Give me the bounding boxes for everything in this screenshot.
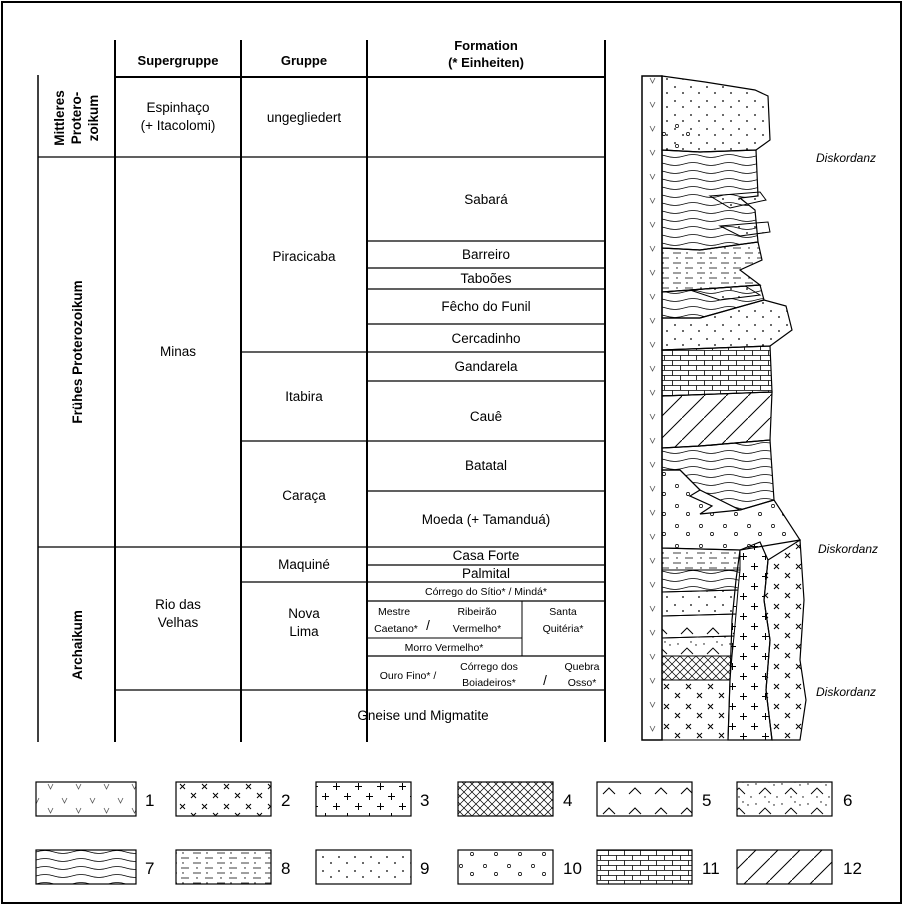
- legend-number-4: 4: [563, 791, 572, 810]
- supergroup-rio-das-velhas-line2: Velhas: [158, 615, 199, 630]
- formation-corrego-dos-boiadeiros-line1: Córrego dos: [460, 661, 518, 673]
- legend-swatch-3: [315, 781, 412, 817]
- diskordanz-label-top: Diskordanz: [816, 151, 876, 165]
- legend-swatch-5: [596, 781, 693, 817]
- formation-ribeirao-line1: Ribeirão: [457, 606, 496, 618]
- era-archaikum: Archaikum: [70, 610, 85, 680]
- stratigraphy-table: [37, 40, 606, 742]
- legend-number-12: 12: [843, 859, 862, 878]
- formation-ouro-fino: Ouro Fino* /: [380, 670, 437, 682]
- formation-taboes: Taboões: [460, 271, 511, 286]
- formation-slash: /: [426, 618, 430, 633]
- legend-number-9: 9: [420, 859, 429, 878]
- era-mittleres-line2: Protero-: [69, 92, 84, 145]
- legend-swatch-1: [35, 781, 137, 817]
- formation-palmital: Palmital: [462, 566, 510, 581]
- formation-cercadinho: Cercadinho: [451, 331, 520, 346]
- diskordanz-label-middle: Diskordanz: [818, 542, 878, 556]
- era-mittleres-line3: zoikum: [86, 95, 101, 142]
- legend-number-10: 10: [563, 859, 582, 878]
- formation-batatal: Batatal: [465, 458, 507, 473]
- stratigraphic-column: [641, 75, 807, 741]
- formation-caue: Cauê: [470, 409, 502, 424]
- legend-number-11: 11: [702, 859, 720, 878]
- legend-number-1: 1: [145, 791, 154, 810]
- basement-gneise-migmatite: Gneise und Migmatite: [357, 708, 488, 723]
- legend-number-6: 6: [843, 791, 852, 810]
- diskordanz-label-bottom: Diskordanz: [816, 685, 876, 699]
- era-fruehes-proterozoikum: Frühes Proterozoikum: [70, 280, 85, 423]
- header-formation: Formation: [454, 38, 518, 53]
- legend-swatch-4: [457, 781, 554, 817]
- supergroup-espinhaco: Espinhaço: [146, 100, 209, 115]
- legend-number-7: 7: [145, 859, 154, 878]
- formation-mestre-line2: Caetano*: [374, 623, 418, 635]
- formation-santa-quiteria-line1: Santa: [549, 606, 577, 618]
- formation-quebra-osso-line1: Quebra: [564, 661, 599, 673]
- formation-barreiro: Barreiro: [462, 247, 510, 262]
- legend-swatch-12: [736, 849, 833, 885]
- group-ungegliedert: ungegliedert: [267, 110, 342, 125]
- group-caraca: Caraça: [282, 488, 326, 503]
- legend: 1 2 3 4 5 6 7 8 9 10 11 12: [35, 781, 862, 885]
- legend-swatch-11: [596, 849, 693, 885]
- group-nova-lima-line1: Nova: [288, 606, 320, 621]
- formation-quebra-osso-line2: Osso*: [568, 677, 597, 689]
- legend-swatch-2: [175, 781, 272, 817]
- formation-slash-2: /: [543, 673, 547, 688]
- legend-number-3: 3: [420, 791, 429, 810]
- formation-santa-quiteria-line2: Quitéria*: [543, 623, 584, 635]
- legend-number-2: 2: [281, 791, 290, 810]
- supergroup-minas: Minas: [160, 344, 196, 359]
- era-mittleres-line1: Mittleres: [52, 90, 67, 146]
- supergroup-rio-das-velhas-line1: Rio das: [155, 597, 201, 612]
- formation-sabara: Sabará: [464, 192, 508, 207]
- formation-mestre-line1: Mestre: [378, 606, 410, 618]
- formation-fecho-do-funil: Fêcho do Funil: [441, 299, 530, 314]
- group-piracicaba: Piracicaba: [272, 249, 336, 264]
- group-itabira: Itabira: [285, 389, 323, 404]
- formation-corrego-dos-boiadeiros-line2: Boiadeiros*: [462, 677, 516, 689]
- legend-swatch-9: [315, 849, 412, 885]
- legend-swatch-6: [736, 781, 833, 817]
- legend-number-5: 5: [702, 791, 711, 810]
- formation-casa-forte: Casa Forte: [453, 548, 520, 563]
- supergroup-espinhaco-note: (+ Itacolomi): [141, 118, 216, 133]
- header-formation-note: (* Einheiten): [448, 55, 524, 70]
- formation-morro-vermelho: Morro Vermelho*: [405, 642, 484, 654]
- formation-moeda: Moeda (+ Tamanduá): [422, 512, 550, 527]
- group-nova-lima-line2: Lima: [289, 624, 319, 639]
- header-gruppe: Gruppe: [281, 53, 327, 68]
- formation-corrego-do-sitio: Córrego do Sítio* / Mindá*: [425, 586, 547, 598]
- legend-swatch-8: [175, 849, 272, 885]
- formation-ribeirao-line2: Vermelho*: [453, 623, 501, 635]
- legend-swatch-10: [457, 849, 554, 885]
- legend-swatch-7: [35, 849, 137, 885]
- header-supergruppe: Supergruppe: [138, 53, 219, 68]
- formation-gandarela: Gandarela: [454, 359, 518, 374]
- group-maquine: Maquiné: [278, 557, 330, 572]
- legend-number-8: 8: [281, 859, 290, 878]
